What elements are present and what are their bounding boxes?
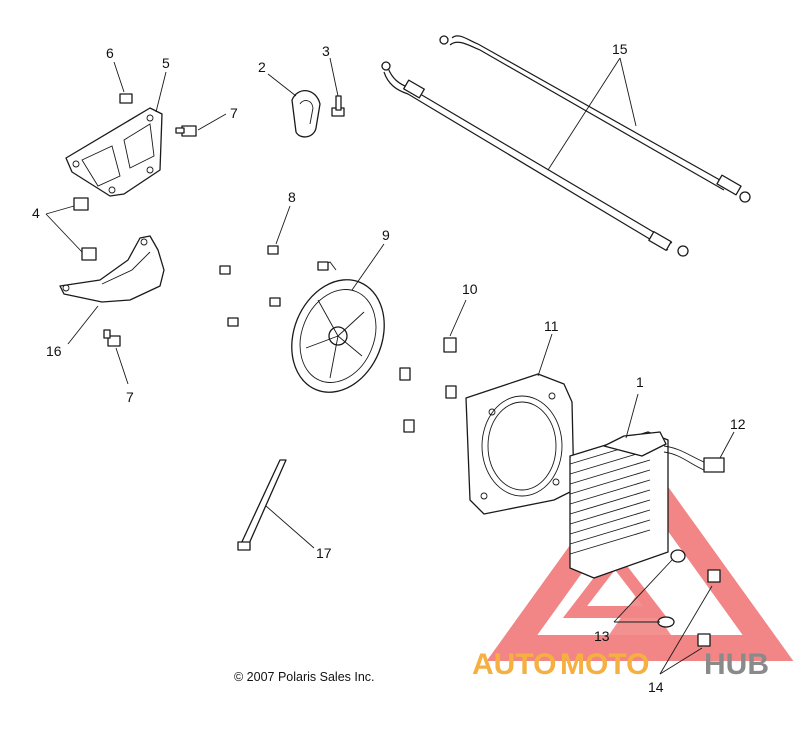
callout-9: 9 <box>382 227 390 243</box>
part-7-bolt-lower <box>103 329 129 385</box>
part-3-bolt <box>329 57 345 117</box>
callout-6: 6 <box>106 45 114 61</box>
copyright-text: © 2007 Polaris Sales Inc. <box>234 670 375 684</box>
callout-7-upper: 7 <box>230 105 238 121</box>
callout-11: 11 <box>544 318 559 334</box>
part-11-shroud <box>465 333 575 515</box>
watermark-moto: MOTO <box>560 648 649 681</box>
callout-1: 1 <box>636 374 644 390</box>
callout-14: 14 <box>648 679 664 695</box>
callout-5: 5 <box>162 55 170 71</box>
callout-13: 13 <box>594 628 610 644</box>
part-7-bolt-upper <box>175 113 227 137</box>
part-16-lower-bracket <box>59 235 165 345</box>
part-9-fan <box>291 243 385 393</box>
part-2-clamp <box>267 73 321 138</box>
part-13-washers <box>613 549 686 628</box>
callout-4: 4 <box>32 205 40 221</box>
callout-labels: 1 2 3 4 5 6 7 7 8 9 10 11 12 13 14 15 16… <box>32 41 746 695</box>
callout-3: 3 <box>322 43 330 59</box>
callout-15: 15 <box>612 41 628 57</box>
part-4-nuts <box>45 197 97 261</box>
callout-16: 16 <box>46 343 62 359</box>
part-1-oil-cooler <box>569 393 669 579</box>
watermark-auto: AUTO <box>472 648 556 681</box>
callout-17: 17 <box>316 545 332 561</box>
callout-2: 2 <box>258 59 266 75</box>
part-15-oil-lines <box>381 35 751 257</box>
watermark-text: AUTO MOTO HUB <box>472 648 769 681</box>
part-14-fittings <box>659 569 721 675</box>
part-17-tie-strap <box>237 459 315 551</box>
watermark-hub: HUB <box>704 648 769 681</box>
part-8-screws <box>219 205 291 327</box>
part-12-connector <box>663 431 735 473</box>
part-5-bracket <box>65 71 167 197</box>
callout-7-lower: 7 <box>126 389 134 405</box>
part-10-clips <box>399 299 467 433</box>
part-6-nut <box>113 61 133 104</box>
callout-10: 10 <box>462 281 478 297</box>
callout-8: 8 <box>288 189 296 205</box>
callout-12: 12 <box>730 416 746 432</box>
